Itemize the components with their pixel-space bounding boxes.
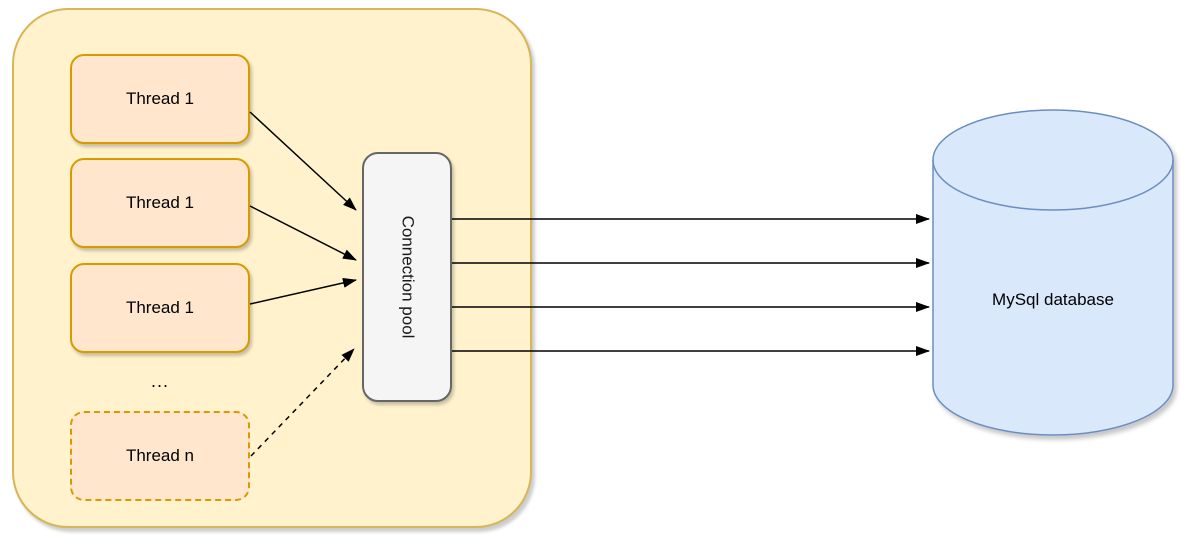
thread-n-label: Thread n xyxy=(125,446,195,465)
thread-n-box: Thread n xyxy=(70,411,250,501)
thread-2-box: Thread 1 xyxy=(70,158,250,248)
database-label: MySql database xyxy=(992,290,1114,309)
database-cylinder-body xyxy=(932,109,1174,436)
thread-1-label: Thread 1 xyxy=(125,89,195,108)
thread-1-box: Thread 1 xyxy=(70,54,250,144)
database-cylinder xyxy=(932,109,1174,436)
database-cylinder-rim xyxy=(932,159,1174,211)
thread-2-label: Thread 1 xyxy=(125,193,195,212)
thread-3-label: Thread 1 xyxy=(125,298,195,317)
connection-pool-label: Connection pool xyxy=(398,215,417,339)
connection-pool-box: Connection pool xyxy=(362,152,452,402)
threads-ellipsis: ... xyxy=(150,371,169,391)
thread-3-box: Thread 1 xyxy=(70,263,250,353)
